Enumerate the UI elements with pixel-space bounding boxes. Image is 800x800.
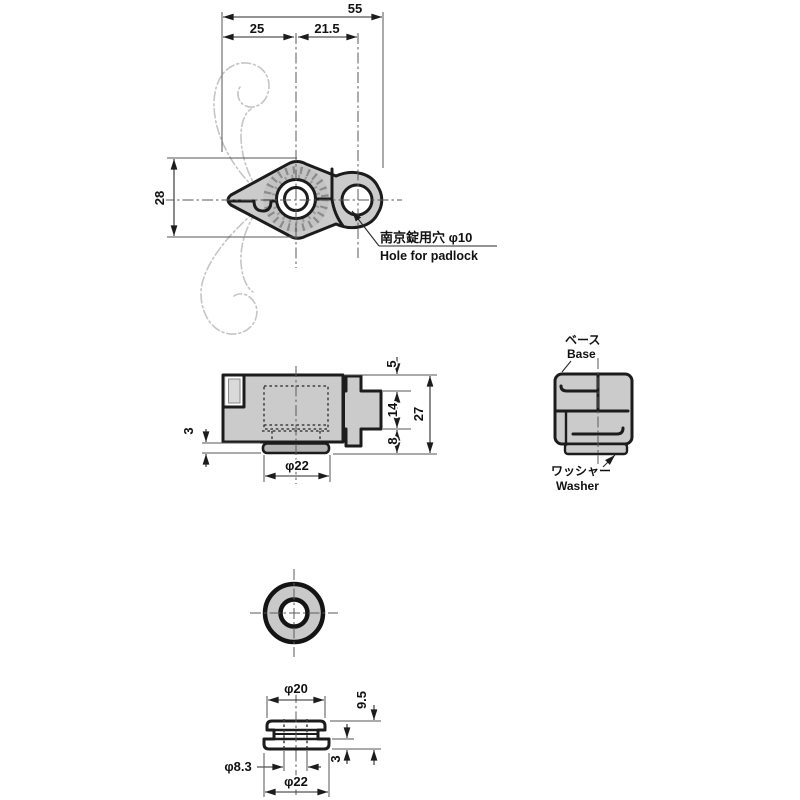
dimension-washer-outer-dia: φ22: [263, 753, 330, 797]
end-washer-lip: [563, 442, 629, 456]
dim-5-label: 5: [384, 360, 399, 367]
dim-25-label: 25: [250, 21, 264, 36]
top-view-centerlines: [163, 33, 402, 268]
cam-internal-lines: [228, 167, 345, 228]
side-view: 3 5 14 8 27 φ22: [179, 357, 437, 484]
dim-28-label: 28: [152, 191, 167, 205]
padlock-hole-note: 南京錠用穴 φ10 Hole for padlock: [351, 210, 497, 263]
washer-side-view: φ20 9.5 3 φ8.3 φ22: [223, 679, 381, 797]
dim-14-label: 14: [385, 402, 400, 417]
washer-top-view: [250, 569, 338, 657]
top-view: 55 25 21.5 28 南京錠用穴 φ10 Hole for padlock: [150, 0, 497, 335]
dim-3-washer-label: 3: [328, 755, 343, 762]
dimension-body-height: 28: [150, 159, 178, 236]
latch-tongue: [342, 374, 383, 448]
dimension-washer-offset: 3: [179, 426, 261, 467]
dimension-right-stack: 5 14 8 27: [333, 357, 437, 455]
dim-phi22-side-label: φ22: [285, 458, 309, 473]
dim-phi20-label: φ20: [284, 681, 308, 696]
washer-label: ワッシャー Washer: [551, 454, 616, 493]
dimension-left-width: 25: [223, 19, 294, 41]
phantom-lever-outline: [200, 62, 270, 335]
dimension-washer-hole-dia: φ8.3: [223, 757, 321, 776]
dimension-overall-width: 55: [223, 0, 382, 21]
padlock-note-jp: 南京錠用穴 φ10: [380, 230, 472, 245]
top-view-extension-lines: [167, 12, 384, 238]
dim-8-label: 8: [385, 437, 400, 444]
washer-hidden-hole: [283, 719, 308, 771]
dimension-washer-top-dia: φ20: [266, 679, 326, 718]
dim-9-5-label: 9.5: [354, 691, 369, 709]
spring-compartment: [222, 374, 246, 409]
dim-27-label: 27: [411, 407, 426, 421]
dim-55-label: 55: [348, 1, 362, 16]
padlock-note-en: Hole for padlock: [380, 249, 478, 263]
base-label-en: Base: [567, 347, 596, 361]
dimension-right-width: 21.5: [298, 19, 357, 41]
end-view: ベース Base ワッシャー Washer: [551, 333, 634, 493]
dim-3-side-label: 3: [181, 427, 196, 434]
dimension-side-washer-dia: φ22: [263, 455, 331, 482]
dim-21-5-label: 21.5: [314, 21, 339, 36]
dimension-washer-height: 9.5: [330, 689, 381, 765]
base-label: ベース Base: [561, 333, 600, 373]
washer-label-en: Washer: [556, 479, 599, 493]
dim-phi8-3-label: φ8.3: [224, 759, 251, 774]
dimension-washer-flange: 3: [326, 724, 354, 764]
base-label-jp: ベース: [565, 333, 600, 347]
washer-top-crosshair: [250, 569, 338, 657]
dim-phi22-washer-label: φ22: [284, 774, 308, 789]
washer-label-jp: ワッシャー: [551, 464, 611, 478]
